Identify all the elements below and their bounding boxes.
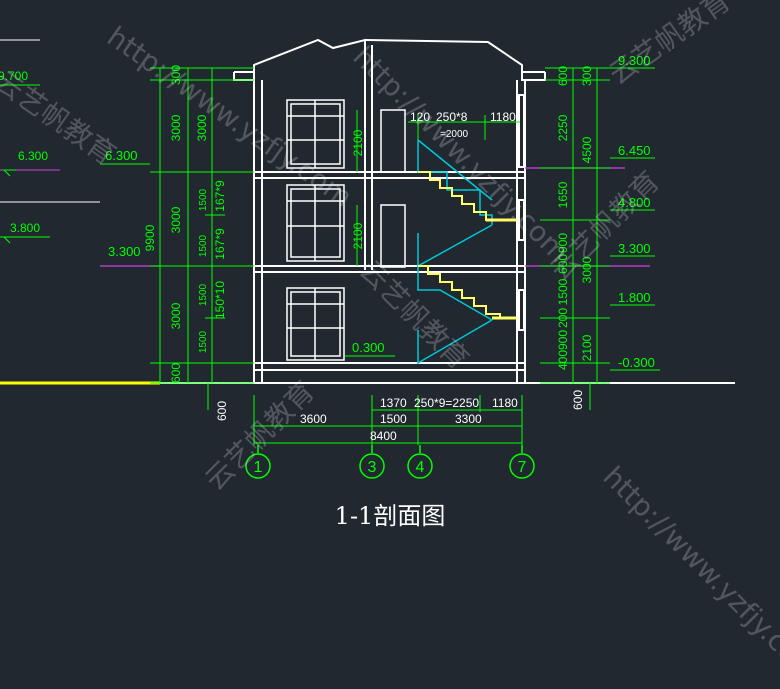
elev-right-1: 6.450 <box>618 143 651 158</box>
door-height-1: 2100 <box>351 222 365 249</box>
dim-inner-1: 1500 <box>198 188 209 211</box>
dim-base-left: 600 <box>215 401 229 421</box>
left-dimensions <box>150 67 254 410</box>
dim-right-in-5: 1500 <box>556 278 570 305</box>
bottom-row2-2: 3300 <box>455 412 482 426</box>
elev-right-2: 4.800 <box>618 195 651 210</box>
dim-left-1: 3000 <box>169 114 183 141</box>
dim-right-out-1: 4500 <box>580 136 594 163</box>
door-height-0: 2100 <box>351 129 365 156</box>
section-drawing: 9.700 6.300 3.800 <box>0 38 735 479</box>
dim-inner-3: 1500 <box>198 234 209 257</box>
windows <box>286 99 406 361</box>
elev-left-0: 6.300 <box>105 148 138 163</box>
dim-right-out-2: 3000 <box>580 256 594 283</box>
bottom-dimensions <box>253 395 523 445</box>
dim-inner-7: 1500 <box>198 330 209 353</box>
stair-dim-3: 1180 <box>490 110 516 124</box>
dim-left-0: 300 <box>169 65 183 85</box>
axis-label-0: 1 <box>254 459 263 476</box>
floor-mark: 0.300 <box>352 340 385 355</box>
dim-right-in-2: 1650 <box>556 181 570 208</box>
axis-label-1: 3 <box>368 459 377 476</box>
dim-inner-4: 167*9 <box>213 228 227 260</box>
dim-base-right: 600 <box>571 390 585 410</box>
bottom-row2-0: 3600 <box>300 412 327 426</box>
stair-dim-1: 250*8 <box>436 110 468 124</box>
far-left-partial <box>0 39 100 244</box>
elev-right-3: 3.300 <box>618 241 651 256</box>
staircase <box>417 139 517 365</box>
dim-right-in-8: 400 <box>556 350 570 370</box>
dim-right-in-0: 600 <box>556 66 570 86</box>
drawing-title: 1-1剖面图 <box>334 502 446 530</box>
axis-label-3: 7 <box>518 459 527 476</box>
stair-dim-lines <box>408 115 520 140</box>
axis-label-2: 4 <box>416 459 425 476</box>
dim-left-3: 3000 <box>169 302 183 329</box>
elev-right-lines <box>610 67 660 371</box>
dim-right-in-4: 600 <box>556 254 570 274</box>
dim-inner-6: 150*10 <box>213 281 227 319</box>
building-walls <box>233 38 546 383</box>
bottom-row1-2: 1180 <box>492 396 518 410</box>
bottom-total: 8400 <box>370 429 397 443</box>
dim-inner-0: 3000 <box>195 114 209 141</box>
dim-inner-5: 1500 <box>198 283 209 306</box>
bottom-row1-1: 250*9=2250 <box>414 396 479 410</box>
elev-far-left-2: 3.800 <box>10 221 40 235</box>
dim-right-in-7: 900 <box>556 330 570 350</box>
dim-left-total: 9900 <box>143 224 157 251</box>
elev-far-left-1: 6.300 <box>18 149 48 163</box>
elev-far-left-0: 9.700 <box>0 69 28 83</box>
dim-inner-2: 167*9 <box>213 180 227 212</box>
dim-left-4: 600 <box>169 363 183 383</box>
dim-left-2: 3000 <box>169 206 183 233</box>
dim-right-out-3: 2100 <box>580 334 594 361</box>
bottom-row2-1: 1500 <box>380 412 407 426</box>
dim-right-in-1: 2250 <box>556 114 570 141</box>
axis-bubbles <box>245 445 535 479</box>
stair-dim-2: =2000 <box>440 129 469 140</box>
elev-left-1: 3.300 <box>108 244 141 259</box>
stair-dim-0: 120 <box>410 110 430 124</box>
bottom-row1-0: 1370 <box>380 396 407 410</box>
dim-right-in-3: 900 <box>556 233 570 253</box>
dim-right-out-0: 300 <box>580 66 594 86</box>
elev-right-5: -0.300 <box>618 355 655 370</box>
elev-right-0: 9.300 <box>618 53 651 68</box>
right-dimensions <box>540 67 610 410</box>
elev-right-4: 1.800 <box>618 290 651 305</box>
dim-right-in-6: 200 <box>556 308 570 328</box>
